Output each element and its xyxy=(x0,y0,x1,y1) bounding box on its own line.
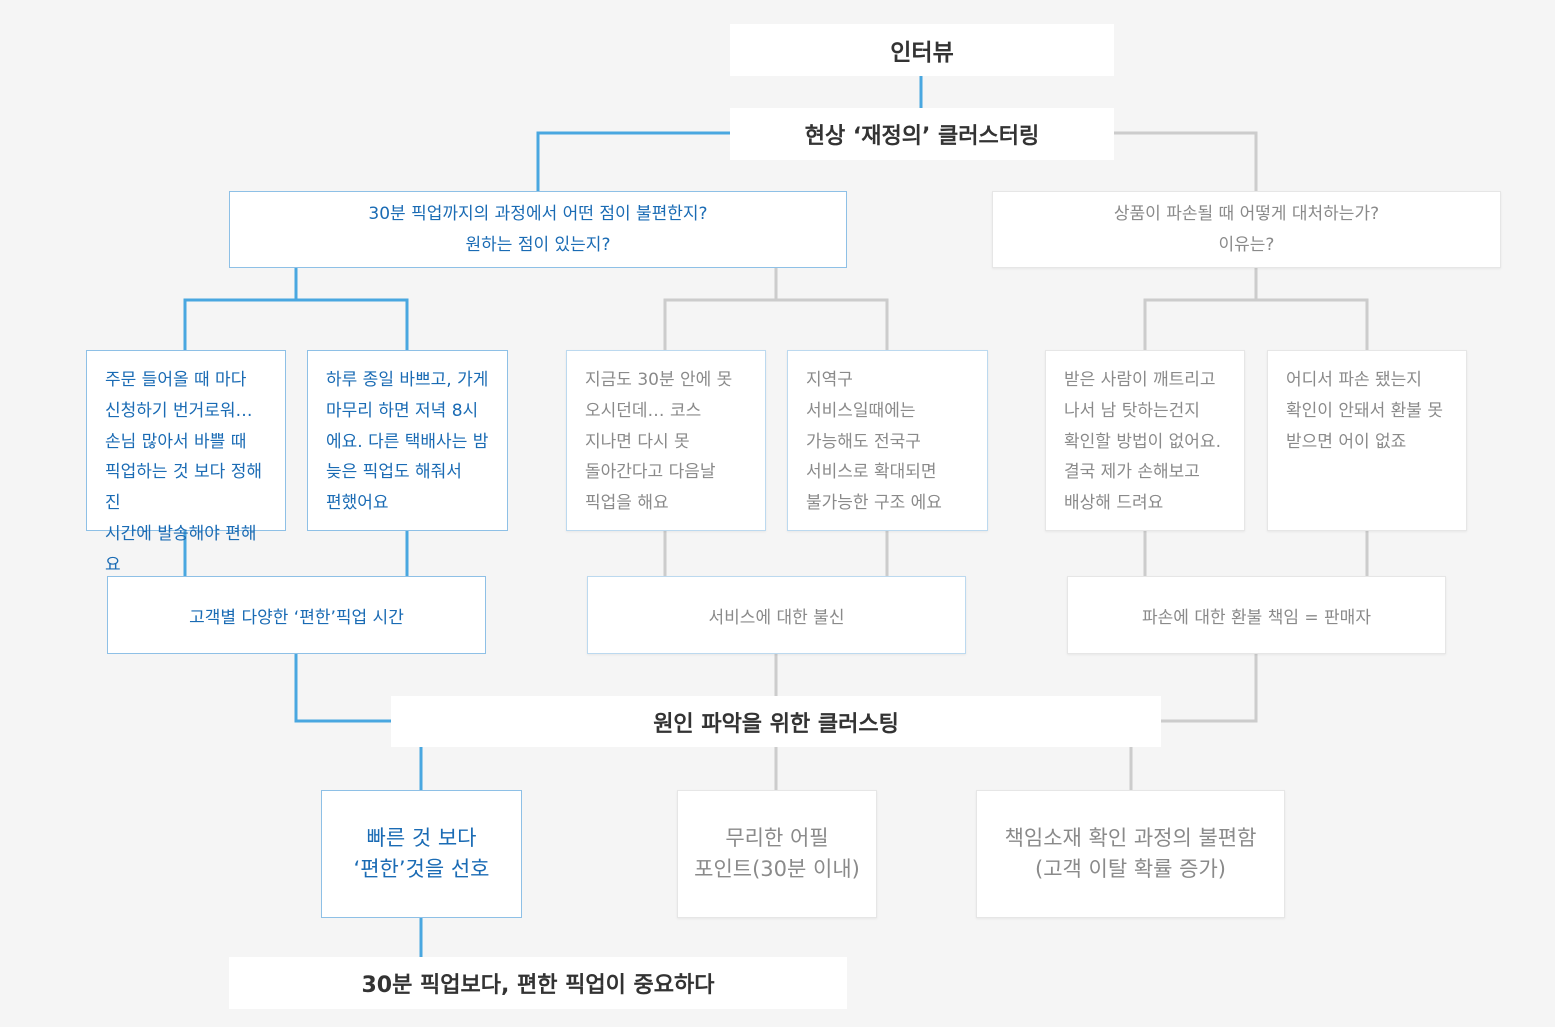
redefine-clustering-header: 현상 ‘재정의’ 클러스터링 xyxy=(730,108,1114,160)
finding-responsibility-inconvenience: 책임소재 확인 과정의 불편함 (고객 이탈 확률 증가) xyxy=(976,790,1285,918)
quote-card: 어디서 파손 됐는지 확인이 안돼서 환불 못 받으면 어이 없죠 xyxy=(1267,350,1467,531)
interview-header: 인터뷰 xyxy=(730,24,1114,76)
summary-pickup-time: 고객별 다양한 ‘편한’픽업 시간 xyxy=(107,576,486,654)
gray-connectors xyxy=(663,131,1369,790)
question-line: 상품이 파손될 때 어떻게 대처하는가? xyxy=(1113,203,1380,224)
summary-refund-responsibility: 파손에 대한 환불 책임 = 판매자 xyxy=(1067,576,1446,654)
question-pickup-inconvenience: 30분 픽업까지의 과정에서 어떤 점이 불편한지? 원하는 점이 있는지? xyxy=(229,191,847,268)
quote-card: 받은 사람이 깨트리고 나서 남 탓하는건지 확인할 방법이 없어요. 결국 제… xyxy=(1045,350,1245,531)
summary-service-distrust: 서비스에 대한 불신 xyxy=(587,576,966,654)
quote-card: 주문 들어올 때 마다 신청하기 번거로워… 손님 많아서 바쁠 때 픽업하는 … xyxy=(86,350,286,575)
conclusion: 30분 픽업보다, 편한 픽업이 중요하다 xyxy=(229,957,847,1009)
blue-connectors xyxy=(183,75,923,958)
quote-card: 지금도 30분 안에 못 오시던데… 코스 지나면 다시 못 돌아간다고 다음날… xyxy=(566,350,766,531)
finding-unreasonable-appeal: 무리한 어필 포인트(30분 이내) xyxy=(677,790,877,918)
question-line: 30분 픽업까지의 과정에서 어떤 점이 불편한지? xyxy=(368,203,708,224)
quote-card: 지역구 서비스일때에는 가능해도 전국구 서비스로 확대되면 불가능한 구조 에… xyxy=(787,350,988,531)
cause-clustering-header: 원인 파악을 위한 클러스팅 xyxy=(391,696,1161,747)
question-line: 이유는? xyxy=(1218,234,1275,255)
finding-prefer-convenience: 빠른 것 보다 ‘편한’것을 선호 xyxy=(321,790,522,918)
quote-card: 하루 종일 바쁘고, 가게 마무리 하면 저녁 8시 에요. 다른 택배사는 밤… xyxy=(307,350,508,531)
question-damage-handling: 상품이 파손될 때 어떻게 대처하는가? 이유는? xyxy=(992,191,1501,268)
question-line: 원하는 점이 있는지? xyxy=(465,234,611,255)
